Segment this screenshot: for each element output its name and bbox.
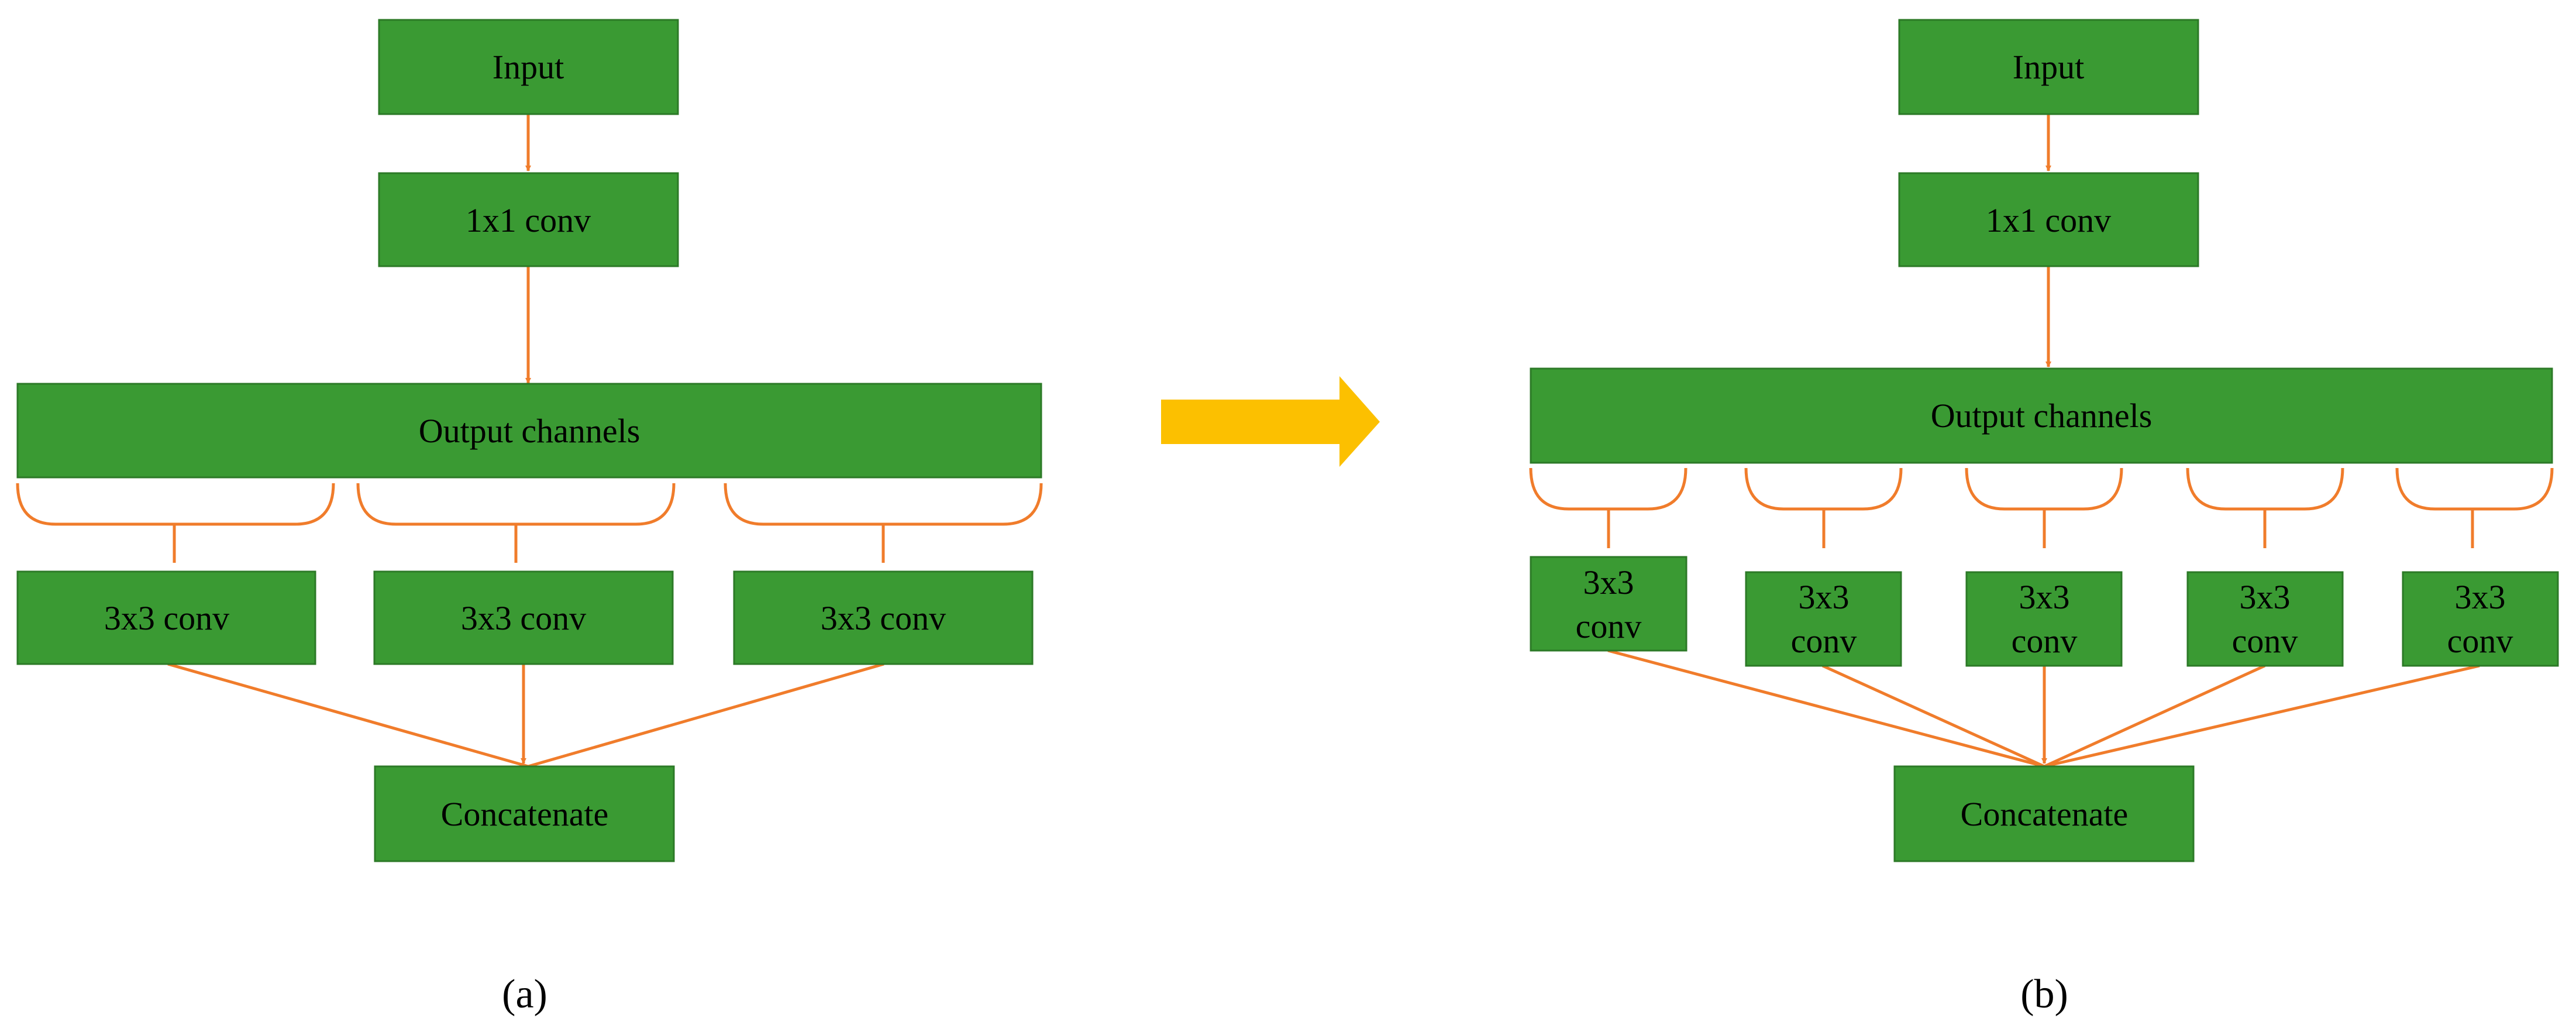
output-channels-label: Output channels [1931, 397, 2153, 435]
branch-conv-label: 3x3 [2019, 578, 2070, 616]
edge-branch-to-concat [1821, 664, 2045, 768]
branch-conv-box [373, 570, 674, 665]
branch-conv-box [1530, 556, 1688, 652]
branch-conv-label: conv [2232, 622, 2298, 660]
edge-branch-to-concat [1607, 649, 2045, 768]
panel-b-caption: (b) [2020, 972, 2068, 1017]
transition-arrow [1161, 376, 1380, 467]
input-box [1898, 19, 2199, 115]
branch-conv-label: conv [2012, 622, 2078, 660]
edge-branch-to-concat [2043, 664, 2266, 768]
branch-conv-box [733, 570, 1034, 665]
branch-conv-label: 3x3 conv [821, 599, 946, 637]
branch-conv-box [1965, 571, 2123, 667]
branch-conv-label: 3x3 [2240, 578, 2291, 616]
branch-conv-label: 3x3 conv [461, 599, 586, 637]
channel-bracket [724, 483, 1043, 526]
branch-conv-label: conv [1576, 607, 1642, 645]
concatenate-box [1893, 765, 2195, 862]
branch-conv-label: conv [1791, 622, 1857, 660]
branch-conv-box [2186, 571, 2344, 667]
branch-conv-label: 3x3 [1799, 578, 1850, 616]
channel-bracket [1744, 467, 1903, 511]
panel-a-caption: (a) [502, 972, 547, 1017]
edge-branch-to-concat [2044, 664, 2480, 768]
conv1x1-box [1898, 172, 2199, 267]
edge-branch-to-concat [167, 662, 529, 768]
panel-b-connectors [1529, 114, 2554, 768]
panel-b: Input 1x1 conv Output channels 3x3 conv … [1529, 19, 2559, 1017]
branch-conv-label: conv [2447, 622, 2513, 660]
conv1x1-label: 1x1 conv [1986, 201, 2111, 239]
input-label: Input [2013, 48, 2084, 86]
channel-bracket [1529, 467, 1688, 511]
conv1x1-label: 1x1 conv [466, 201, 591, 239]
channel-bracket [356, 483, 676, 526]
panel-a-connectors [16, 114, 1043, 768]
branch-conv-box [1745, 571, 1902, 667]
input-label: Input [493, 48, 564, 86]
output-channels-label: Output channels [419, 412, 640, 450]
branch-conv-label: 3x3 conv [104, 599, 229, 637]
branch-conv-box [16, 570, 316, 665]
concatenate-label: Concatenate [441, 795, 609, 833]
channel-bracket [1965, 467, 2123, 511]
channel-bracket [2395, 467, 2554, 511]
concatenate-box [374, 765, 675, 862]
edge-branch-to-concat [528, 662, 884, 768]
branch-conv-label: 3x3 [1583, 563, 1634, 601]
branch-conv-box [2402, 571, 2559, 667]
output-channels-box [16, 383, 1042, 479]
conv1x1-box [378, 172, 679, 267]
branch-conv-label: 3x3 [2455, 578, 2506, 616]
input-box [378, 19, 679, 115]
output-channels-box [1530, 367, 2553, 464]
channel-bracket [16, 483, 335, 526]
channel-bracket [2186, 467, 2344, 511]
concatenate-label: Concatenate [1961, 795, 2129, 833]
panel-a: Input 1x1 conv Output channels 3x3 conv … [16, 19, 1043, 1017]
